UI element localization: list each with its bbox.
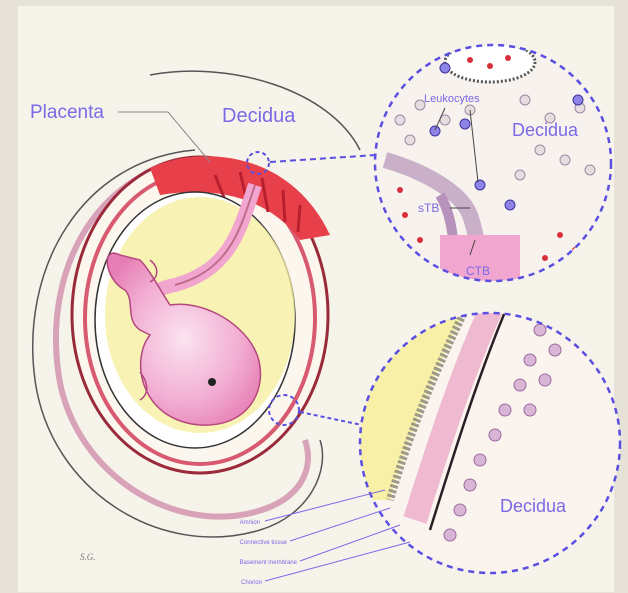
label-stb: sTB bbox=[418, 201, 439, 215]
label-placenta: Placenta bbox=[30, 102, 104, 123]
label-decidua-inset-bottom: Decidua bbox=[500, 496, 567, 516]
label-chorion: Chorion bbox=[241, 580, 262, 586]
basement-membrane-leader bbox=[300, 525, 400, 561]
connector-bottom bbox=[300, 412, 362, 425]
amnion-leader bbox=[265, 490, 385, 521]
label-ctb: CTB bbox=[466, 264, 490, 278]
inset-bottom-content bbox=[355, 300, 625, 580]
label-basement-membrane: Basement membrane bbox=[240, 560, 298, 566]
artist-signature: S.G. bbox=[80, 552, 96, 562]
connector-top bbox=[270, 155, 376, 162]
label-decidua-top: Decidua bbox=[222, 105, 296, 127]
placenta-leader-diag bbox=[168, 112, 210, 162]
connective-tissue-leader bbox=[290, 508, 390, 541]
label-amnion: Amnion bbox=[240, 520, 260, 526]
label-decidua-inset-top: Decidua bbox=[512, 120, 579, 140]
label-leukocytes: Leukocytes bbox=[424, 93, 480, 105]
inset-top-content bbox=[370, 40, 620, 300]
label-connective-tissue: Connective tissue bbox=[240, 540, 288, 546]
